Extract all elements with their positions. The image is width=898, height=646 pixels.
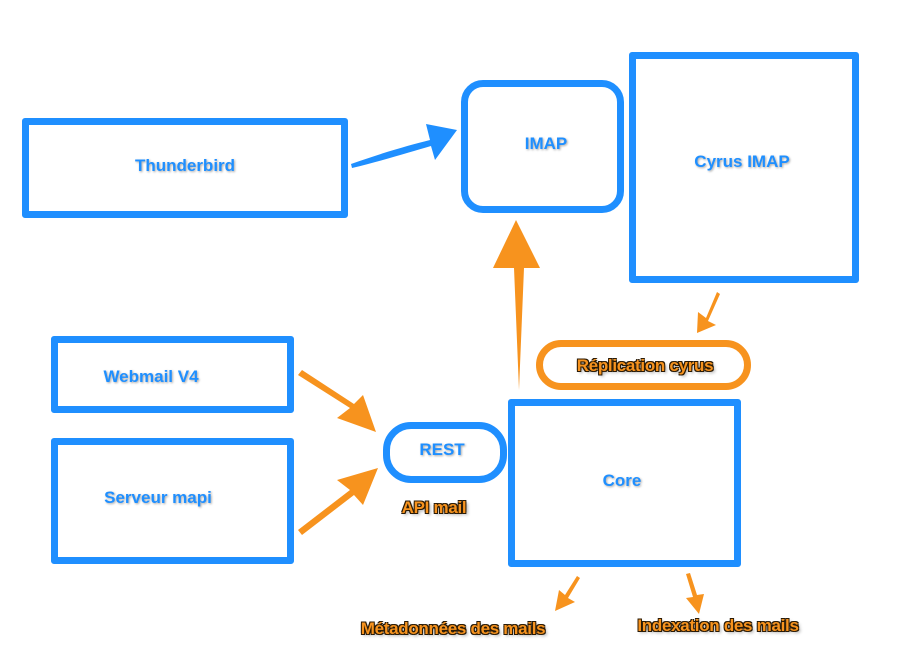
serveur-mapi-label: Serveur mapi [104,488,212,507]
arrow-core-to-indexation [686,573,704,614]
arrow-webmail-to-rest [298,370,376,432]
indexation-annotation: Indexation des mails [637,616,799,635]
cyrus-imap-node [629,52,859,283]
thunderbird-label: Thunderbird [134,156,236,175]
thunderbird-node [22,118,348,218]
core-node [508,399,741,567]
serveur-mapi-node [51,438,294,564]
imap-label: IMAP [524,134,568,153]
arrow-thunderbird-to-imap [351,124,457,168]
cyrus-imap-label: Cyrus IMAP [694,152,790,171]
arrow-core-to-imap [493,220,540,390]
imap-node [461,80,624,213]
arrow-mapi-to-rest [298,468,378,535]
webmail-label: Webmail V4 [103,367,199,386]
core-label: Core [602,471,642,490]
api-mail-annotation: API mail [401,498,467,517]
rest-label: REST [419,440,465,459]
arrow-core-to-metadonnees [555,576,580,611]
arrow-cyrus-to-replication [697,292,720,333]
rest-node [383,422,507,483]
replication-label: Réplication cyrus [576,356,714,375]
webmail-node [51,336,294,413]
replication-node [536,340,751,390]
metadonnees-annotation: Métadonnées des mails [360,619,546,638]
